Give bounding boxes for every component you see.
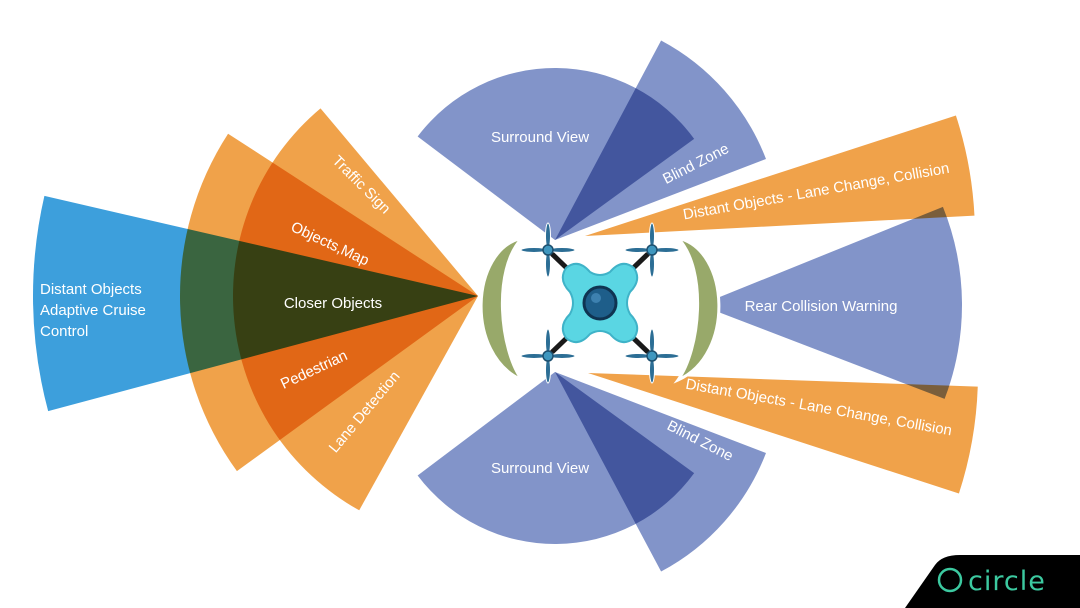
zone-blind-bottom <box>555 372 766 572</box>
zone-blind-top <box>555 40 766 240</box>
rotor-icon <box>624 222 680 278</box>
zone-rear <box>700 206 963 399</box>
rotor-icon <box>520 328 576 384</box>
zone-distant-top <box>585 115 975 236</box>
label-front-long-3: Control <box>40 323 88 340</box>
camera-lens <box>582 285 618 321</box>
drone <box>479 222 721 384</box>
label-surround-bottom: Surround View <box>491 460 589 477</box>
left-guard <box>479 235 527 384</box>
rotors <box>520 222 680 384</box>
zone-distant-bottom <box>588 373 978 494</box>
zone-front-wide <box>233 108 478 511</box>
logo: circle <box>905 555 1080 608</box>
label-closer-objects: Closer Objects <box>284 295 382 312</box>
label-surround-top: Surround View <box>491 129 589 146</box>
label-rear-collision: Rear Collision Warning <box>745 298 898 315</box>
ring-icon <box>937 567 963 593</box>
logo-text: circle <box>968 566 1046 597</box>
rotor-icon <box>520 222 576 278</box>
right-guard <box>673 235 721 384</box>
label-front-long-1: Distant Objects <box>40 281 142 298</box>
coverage-zones <box>32 40 978 572</box>
rotor-icon <box>624 328 680 384</box>
label-front-long-2: Adaptive Cruise <box>40 302 146 319</box>
